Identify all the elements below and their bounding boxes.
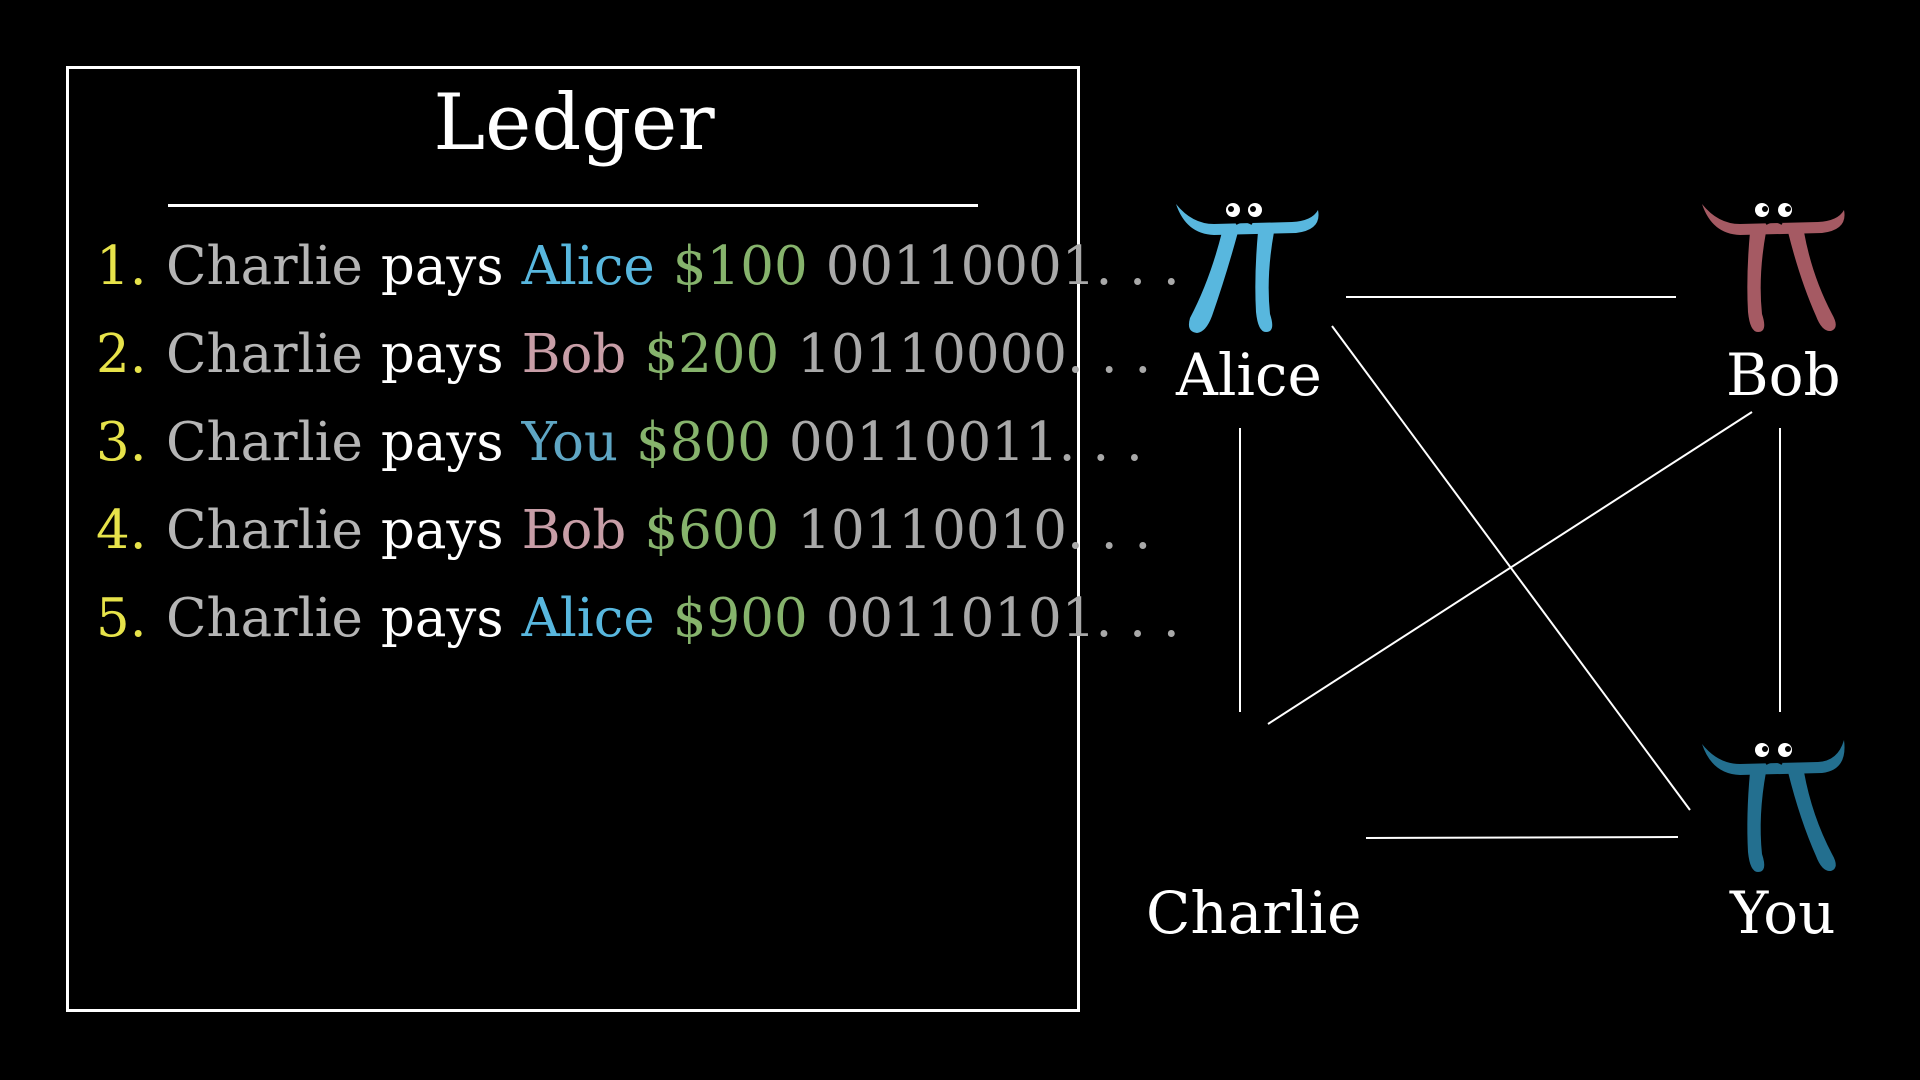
edge-bob-charlie	[1267, 411, 1753, 725]
entry-verb: pays	[380, 324, 504, 385]
entry-amount: $200	[644, 324, 780, 385]
entry-verb: pays	[380, 236, 504, 297]
entry-signature: 00110011. . .	[788, 412, 1143, 473]
you-pi-icon	[1702, 740, 1845, 872]
entry-payer: Charlie	[166, 324, 363, 385]
entry-payee: Alice	[521, 236, 655, 297]
entry-number: 4.	[96, 500, 147, 561]
entry-payer: Charlie	[166, 412, 363, 473]
alice-pi-icon	[1176, 203, 1319, 333]
entry-signature: 10110000. . .	[797, 324, 1152, 385]
entry-number: 1.	[96, 236, 147, 297]
entry-number: 3.	[96, 412, 147, 473]
entry-number: 2.	[96, 324, 147, 385]
entry-amount: $900	[672, 588, 808, 649]
edge-charlie-you	[1365, 836, 1679, 839]
ledger-title: Ledger	[433, 78, 715, 168]
entry-payer: Charlie	[166, 236, 363, 297]
entry-payer: Charlie	[166, 500, 363, 561]
node-label-bob: Bob	[1726, 341, 1841, 409]
entry-amount: $800	[636, 412, 771, 473]
entry-number: 5.	[96, 588, 147, 649]
entry-payee: Alice	[521, 588, 655, 649]
entry-payer: Charlie	[166, 588, 363, 649]
ledger-panel	[66, 66, 1080, 1012]
entry-verb: pays	[380, 500, 504, 561]
entry-signature: 00110001. . .	[825, 236, 1180, 297]
entry-payee: You	[521, 412, 618, 473]
entry-verb: pays	[380, 588, 504, 649]
node-label-you: You	[1730, 879, 1836, 947]
node-label-charlie: Charlie	[1146, 879, 1362, 947]
entry-payee: Bob	[521, 500, 627, 561]
entry-amount: $100	[672, 236, 808, 297]
entry-amount: $600	[644, 500, 780, 561]
entry-verb: pays	[380, 412, 504, 473]
entry-signature: 00110101. . .	[825, 588, 1180, 649]
bob-pi-icon	[1702, 203, 1845, 332]
node-label-alice: Alice	[1176, 341, 1322, 409]
ledger-divider	[168, 204, 978, 207]
entry-payee: Bob	[521, 324, 627, 385]
entry-signature: 10110010. . .	[797, 500, 1152, 561]
